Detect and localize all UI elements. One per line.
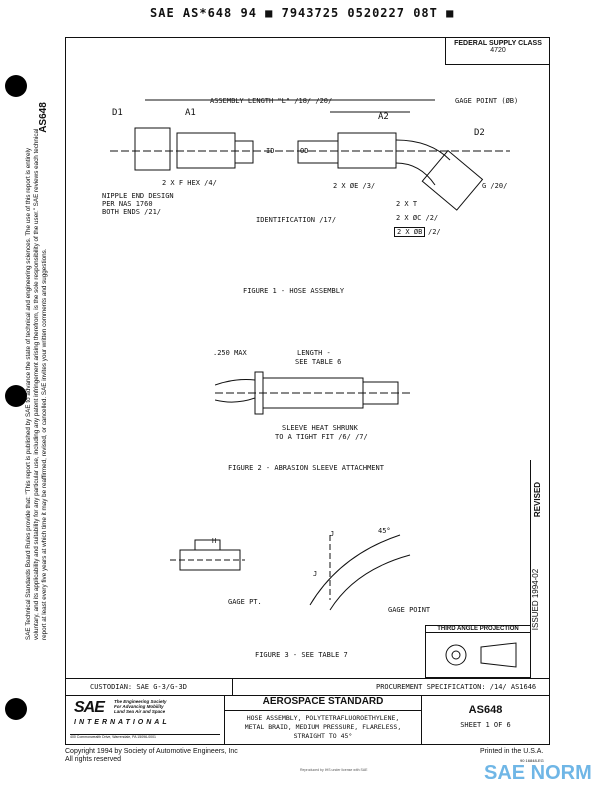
- custodian: CUSTODIAN: SAE G-3/G-3D: [90, 683, 187, 691]
- label-see-table: SEE TABLE 6: [295, 358, 342, 366]
- label-j: J: [330, 530, 335, 538]
- label-j: J: [313, 570, 318, 578]
- label-e: 2 X ØE /3/: [333, 182, 376, 190]
- document-header-code: SAE AS*648 94 ■ 7943725 0520227 08T ■: [150, 6, 455, 20]
- label-h: H: [212, 537, 217, 545]
- label-sleeve: SLEEVE HEAT SHRUNK: [282, 424, 358, 432]
- label-d1: D1: [112, 108, 123, 118]
- title-right: AS648 SHEET 1 OF 6: [421, 695, 550, 745]
- label-max: .250 MAX: [213, 349, 247, 357]
- license-note: Reproduced by IHS under license with SAE: [300, 768, 368, 772]
- third-angle-label: THIRD ANGLE PROJECTION: [426, 626, 530, 633]
- copyright: Copyright 1994 by Society of Automotive …: [65, 748, 238, 764]
- sae-address: 400 Commonwealth Drive, Warrendale, PA 1…: [70, 734, 220, 739]
- label-t: 2 X T: [396, 200, 418, 208]
- label-nipple: BOTH ENDS /21/: [102, 208, 162, 216]
- doc-number: AS648: [468, 704, 503, 716]
- label-od: OD: [300, 147, 309, 155]
- revision-strip: [530, 460, 551, 678]
- label-b: 2 X ØB: [394, 227, 426, 237]
- sae-logo-block: SAE The Engineering Society For Advancin…: [65, 695, 225, 745]
- label-nipple: NIPPLE END DESIGN: [102, 192, 174, 200]
- label-c: 2 X ØC /2/: [396, 214, 439, 222]
- issued-date: ISSUED 1994-02: [531, 568, 541, 631]
- printed-in: Printed in the U.S.A.: [480, 748, 544, 755]
- figure2-drawing: [215, 371, 410, 415]
- org-line: The Engineering Society: [114, 699, 167, 704]
- label-nipple: PER NAS 1760: [102, 200, 153, 208]
- label-gage-pt: GAGE PT.: [228, 598, 262, 606]
- fsc-label: FEDERAL SUPPLY CLASS: [454, 40, 542, 47]
- label-hex: 2 X F HEX /4/: [162, 179, 217, 187]
- label-tight-fit: TO A TIGHT FIT /6/ /7/: [275, 433, 368, 441]
- figure1-drawing: [110, 99, 510, 211]
- label-g: G /20/: [482, 182, 508, 190]
- label-a1: A1: [185, 108, 196, 118]
- copyright-line: Copyright 1994 by Society of Automotive …: [65, 748, 238, 755]
- rights-line: All rights reserved: [65, 756, 122, 763]
- watermark-logo: SAE NORM: [484, 762, 592, 784]
- org-line: Land Sea Air and Space: [114, 709, 166, 714]
- revised-label: REVISED: [533, 481, 543, 518]
- form-code: 90 16848-EG: [520, 758, 544, 763]
- org-line: For Advancing Mobility: [114, 704, 164, 709]
- label-b-note: /2/: [428, 228, 441, 236]
- fsc-value: 4720: [490, 47, 506, 54]
- label-d2: D2: [474, 128, 485, 138]
- label-a2: A2: [378, 112, 389, 122]
- label-length: LENGTH -: [297, 349, 331, 357]
- sheet-number: SHEET 1 OF 6: [460, 721, 511, 729]
- figure3-drawing: [170, 534, 411, 611]
- federal-supply-class: FEDERAL SUPPLY CLASS 4720: [445, 37, 550, 65]
- sae-international: INTERNATIONAL: [74, 719, 170, 726]
- procurement-spec: PROCUREMENT SPECIFICATION: /14/ AS1646: [376, 683, 537, 691]
- label-id: ID: [266, 147, 275, 155]
- label-angle: 45°: [378, 527, 391, 535]
- punch-hole: [5, 385, 27, 407]
- label-gage-point: GAGE POINT (ØB): [455, 97, 519, 105]
- punch-hole: [5, 75, 27, 97]
- figure1-caption: FIGURE 1 - HOSE ASSEMBLY: [243, 287, 345, 295]
- punch-hole: [5, 698, 27, 720]
- title-center: AEROSPACE STANDARD HOSE ASSEMBLY, POLYTE…: [224, 695, 422, 745]
- figure2-caption: FIGURE 2 - ABRASION SLEEVE ATTACHMENT: [228, 464, 384, 472]
- third-angle-projection: THIRD ANGLE PROJECTION: [425, 625, 531, 678]
- category: AEROSPACE STANDARD: [225, 696, 421, 711]
- doc-title: HOSE ASSEMBLY, POLYTETRAFLUOROETHYLENE, …: [244, 714, 402, 740]
- label-identification: IDENTIFICATION /17/: [256, 216, 337, 224]
- label-assembly-length: ASSEMBLY LENGTH "L" /18/ /20/: [210, 97, 333, 105]
- label-gage-point: GAGE POINT: [388, 606, 431, 614]
- figure3-caption: FIGURE 3 - SEE TABLE 7: [255, 651, 348, 659]
- side-notice: SAE Technical Standards Board Rules prov…: [25, 128, 48, 640]
